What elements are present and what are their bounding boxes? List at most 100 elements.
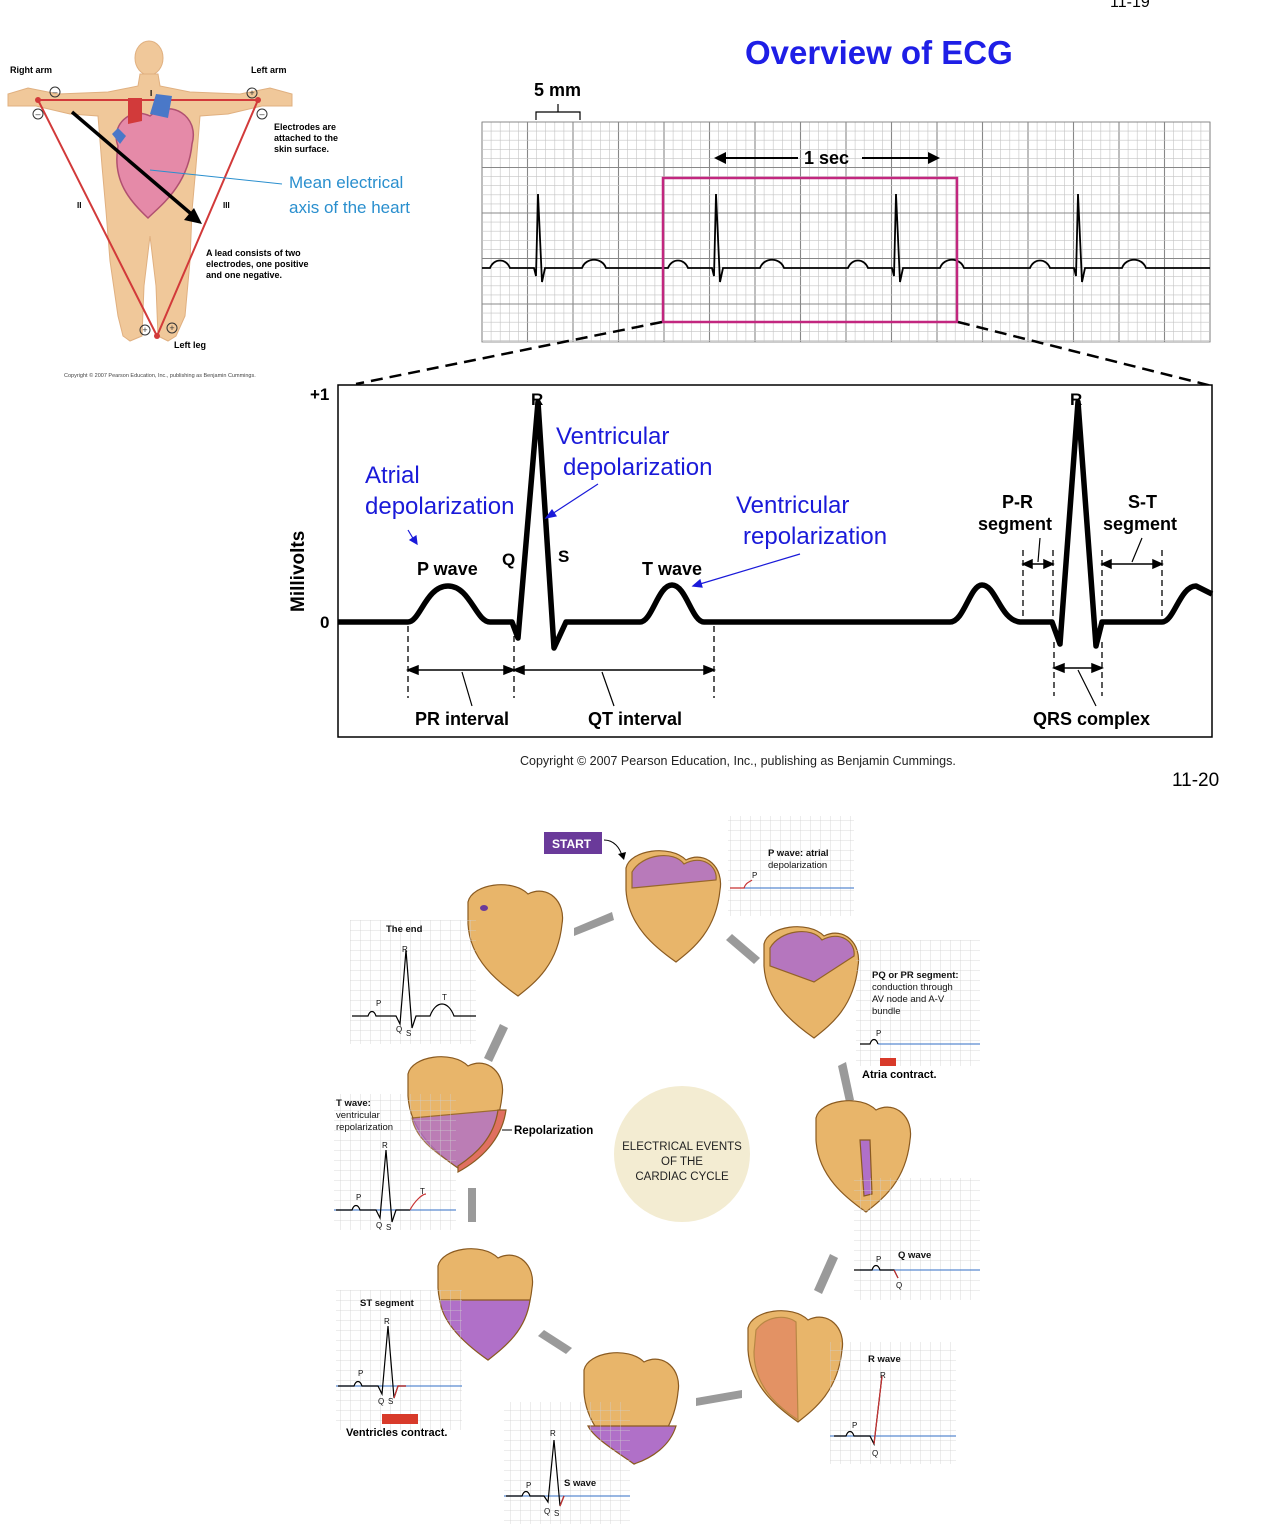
electrode-left-arm bbox=[255, 97, 261, 103]
repolarization-label: Repolarization bbox=[514, 1125, 593, 1137]
letter-q: Q bbox=[396, 1025, 402, 1034]
lead-ii-label: II bbox=[77, 201, 81, 210]
plus-sign-icon bbox=[139, 324, 151, 336]
q-label: Q bbox=[502, 550, 515, 569]
page-number-middle: 11-20 bbox=[1172, 770, 1220, 791]
minus-sign-icon bbox=[32, 108, 44, 120]
letter-p: P bbox=[526, 1481, 531, 1490]
heart-the-end bbox=[467, 884, 564, 997]
electrode-left-leg bbox=[154, 333, 160, 339]
svg-text:–: – bbox=[52, 87, 57, 97]
left-arm-label: Left arm bbox=[251, 65, 287, 75]
letter-p: P bbox=[852, 1421, 857, 1430]
panel-p-wave bbox=[728, 816, 854, 916]
p-wave-note: P wave: atrial bbox=[768, 848, 829, 859]
einthoven-figure: – – + – + + Right arm Left arm Left leg … bbox=[7, 40, 410, 379]
page-title: Overview of ECG bbox=[745, 34, 1013, 71]
ecg-strip: 5 mm 1 sec bbox=[481, 80, 1211, 343]
t-wave-note: repolarization bbox=[336, 1122, 393, 1133]
plus-sign-icon bbox=[166, 322, 178, 334]
svg-text:–: – bbox=[35, 109, 40, 119]
lead-iii-label: III bbox=[223, 201, 230, 210]
atrial-depol-label: depolarization bbox=[365, 493, 514, 520]
electrodes-note-line: skin surface. bbox=[274, 144, 329, 154]
waveform-copyright: Copyright © 2007 Pearson Education, Inc.… bbox=[520, 754, 956, 768]
pq-note: bundle bbox=[872, 1006, 901, 1017]
r-wave-note: R wave bbox=[868, 1354, 901, 1365]
panel-st-segment bbox=[336, 1290, 462, 1430]
center-label-line: OF THE bbox=[661, 1156, 703, 1168]
ecg-panels bbox=[334, 816, 980, 1524]
lead-note-line: and one negative. bbox=[206, 270, 282, 280]
cardiac-cycle-diagram: ELECTRICAL EVENTS OF THE CARDIAC CYCLE S… bbox=[334, 816, 980, 1524]
y-tick-plus-one: +1 bbox=[310, 385, 329, 404]
st-segment-note: ST segment bbox=[360, 1298, 415, 1309]
p-wave-note: depolarization bbox=[768, 860, 827, 871]
t-wave-note: ventricular bbox=[336, 1110, 380, 1121]
minus-sign-icon bbox=[49, 86, 61, 98]
letter-r: R bbox=[402, 945, 408, 954]
pq-note: PQ or PR segment: bbox=[872, 970, 959, 981]
five-mm-label: 5 mm bbox=[534, 80, 581, 100]
arrow-right-icon bbox=[928, 152, 940, 164]
einthoven-triangle bbox=[36, 99, 260, 339]
lead-note-line: A lead consists of two bbox=[206, 248, 301, 258]
five-mm-bracket bbox=[535, 111, 581, 120]
pr-segment-label: P-R bbox=[1002, 492, 1033, 512]
letter-q: Q bbox=[544, 1507, 550, 1516]
st-segment-label: S-T bbox=[1128, 492, 1157, 512]
left-leg-label: Left leg bbox=[174, 340, 206, 350]
cycle-arrows bbox=[468, 912, 854, 1406]
electrodes-note-line: Electrodes are bbox=[274, 122, 336, 132]
r-label-first: R bbox=[531, 390, 543, 409]
arrow-left-icon bbox=[714, 152, 726, 164]
minus-sign-icon bbox=[256, 108, 268, 120]
ventricular-repol-label: Ventricular bbox=[736, 492, 849, 519]
ventricular-repol-label: repolarization bbox=[743, 523, 887, 550]
st-segment-label: segment bbox=[1103, 514, 1177, 534]
t-wave-note: T wave: bbox=[336, 1098, 371, 1109]
letter-p: P bbox=[356, 1193, 361, 1202]
waveform-diagram: +1 0 Millivolts R R Q bbox=[288, 384, 1214, 738]
svg-text:–: – bbox=[259, 109, 264, 119]
letter-r: R bbox=[880, 1371, 886, 1380]
start-label: START bbox=[552, 837, 592, 851]
letter-q: Q bbox=[376, 1221, 382, 1230]
center-circle bbox=[614, 1086, 750, 1222]
panel-s-wave bbox=[504, 1402, 630, 1524]
start-badge bbox=[544, 832, 602, 854]
the-end-note: The end bbox=[386, 924, 423, 935]
letter-s: S bbox=[388, 1397, 393, 1406]
letter-s: S bbox=[554, 1509, 559, 1518]
ventricles-contract-label: Ventricles contract. bbox=[346, 1427, 448, 1439]
ecg-grid bbox=[481, 121, 1211, 343]
p-wave-label: P wave bbox=[417, 559, 478, 579]
panel-r-wave bbox=[830, 1342, 956, 1464]
svg-text:+: + bbox=[249, 88, 254, 98]
lead-i-label: I bbox=[150, 89, 152, 98]
qrs-complex-label: QRS complex bbox=[1033, 709, 1150, 729]
mean-axis-arrow bbox=[70, 110, 198, 220]
center-label-line: ELECTRICAL EVENTS bbox=[622, 1141, 742, 1153]
letter-r: R bbox=[384, 1317, 390, 1326]
letter-p: P bbox=[358, 1369, 363, 1378]
interval-markers bbox=[407, 550, 1163, 698]
y-axis-label: Millivolts bbox=[288, 531, 309, 612]
letter-r: R bbox=[382, 1141, 388, 1150]
letter-p: P bbox=[752, 871, 757, 880]
right-arm-label: Right arm bbox=[10, 65, 52, 75]
electrode-right-arm bbox=[35, 97, 41, 103]
one-sec-label: 1 sec bbox=[804, 148, 849, 168]
svg-text:+: + bbox=[142, 325, 147, 335]
mini-traces bbox=[334, 879, 980, 1507]
atrial-depol-label: Atrial bbox=[365, 462, 420, 489]
einthoven-copyright: Copyright © 2007 Pearson Education, Inc.… bbox=[64, 372, 256, 379]
pr-segment-label: segment bbox=[978, 514, 1052, 534]
panel-q-wave bbox=[854, 1178, 980, 1300]
axis-label-line: Mean electrical bbox=[289, 173, 403, 192]
qt-interval-label: QT interval bbox=[588, 709, 682, 729]
s-wave-note: S wave bbox=[564, 1478, 596, 1489]
ecg-trace bbox=[482, 193, 1210, 283]
letter-s: S bbox=[406, 1029, 411, 1038]
center-label-line: CARDIAC CYCLE bbox=[635, 1171, 729, 1183]
